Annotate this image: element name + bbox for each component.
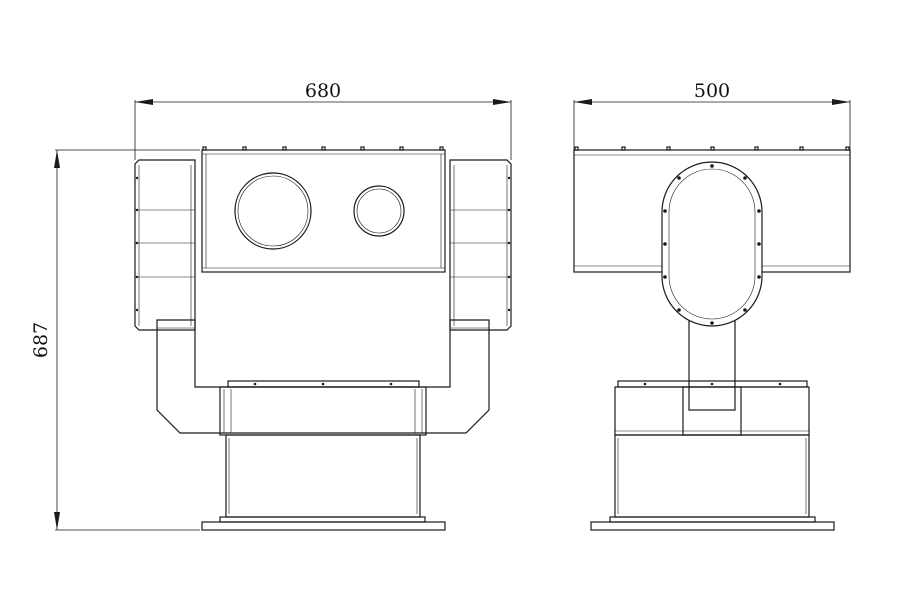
front-yoke [156,319,490,434]
small-lens [353,185,405,237]
front-right-motor-housing [449,159,512,331]
side-view [573,146,851,531]
dimension-width-front: 680 [134,80,512,160]
front-base-housing [225,434,421,518]
front-base-plate [201,521,446,531]
large-lens [234,172,312,250]
dimension-height: 687 [30,149,200,531]
side-base-housing [614,434,810,518]
dimension-width-side: 500 [573,80,851,150]
front-camera-enclosure [201,146,446,273]
front-left-motor-housing [134,159,196,331]
dimension-label-680: 680 [305,80,341,102]
side-arm [688,319,736,411]
dimension-label-500: 500 [694,80,730,102]
side-oval-cover [661,161,763,327]
side-base-plate [590,521,835,531]
dimension-label-687: 687 [30,322,52,358]
front-view [134,146,512,531]
